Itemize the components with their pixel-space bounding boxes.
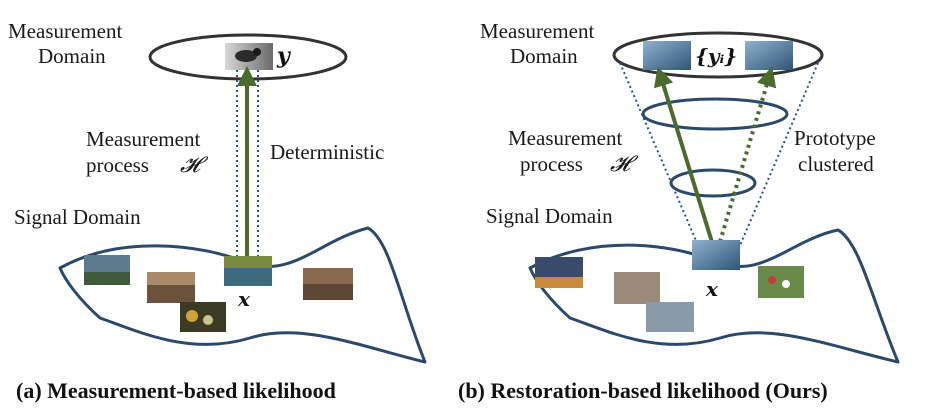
caption-b: (b) Restoration-based likelihood (Ours)	[458, 378, 828, 403]
measurement-symbol-y: y	[276, 43, 292, 69]
cone-dotted-right	[737, 62, 819, 251]
prototype-label-line1: Prototype	[794, 126, 876, 150]
process-symbol-a: 𝓗	[180, 153, 209, 178]
signal-domain-label-a: Signal Domain	[14, 205, 141, 229]
cone-dotted-left	[619, 62, 701, 251]
panel-a: Measurement Domain y Measurement process…	[8, 19, 427, 403]
process-symbol-b: 𝓗	[610, 152, 639, 177]
signal-symbol-x-a: x	[237, 287, 251, 311]
measurement-domain-label-a-line1: Measurement	[8, 19, 122, 43]
measurement-domain-label-a-line2: Domain	[38, 44, 106, 68]
bird-image-thumbnail	[225, 43, 273, 70]
crowd-thumbnail	[614, 272, 660, 304]
measurement-domain-label-b-line1: Measurement	[480, 19, 594, 43]
measurement-process-label-a-line1: Measurement	[86, 127, 200, 151]
caption-a: (a) Measurement-based likelihood	[16, 378, 336, 403]
measurement-process-label-a-line2: process	[86, 153, 149, 177]
signal-symbol-x-b: x	[705, 277, 719, 301]
city-thumbnail	[646, 302, 694, 332]
signal-domain-label-b: Signal Domain	[486, 204, 613, 228]
measurement-domain-ellipse-b	[612, 31, 824, 79]
signal-x-thumbnail-b	[692, 240, 740, 270]
panel-b: Measurement Domain {yᵢ} Measurement proc…	[458, 19, 900, 403]
degraded-image-right	[745, 41, 793, 70]
measurement-set-symbol: {yᵢ}	[695, 44, 737, 68]
measurement-process-label-b-line1: Measurement	[508, 126, 622, 150]
cluster-ellipse-small	[669, 168, 757, 198]
deterministic-label: Deterministic	[270, 140, 384, 164]
cluster-ellipse-middle	[641, 97, 789, 131]
measurement-process-label-b-line2: process	[520, 152, 583, 176]
solid-restoration-arrow	[653, 66, 718, 256]
prototype-label-line2: clustered	[798, 152, 874, 176]
degraded-image-left	[643, 41, 691, 70]
sports-thumbnail	[758, 266, 804, 298]
measurement-domain-label-b-line2: Domain	[510, 44, 578, 68]
